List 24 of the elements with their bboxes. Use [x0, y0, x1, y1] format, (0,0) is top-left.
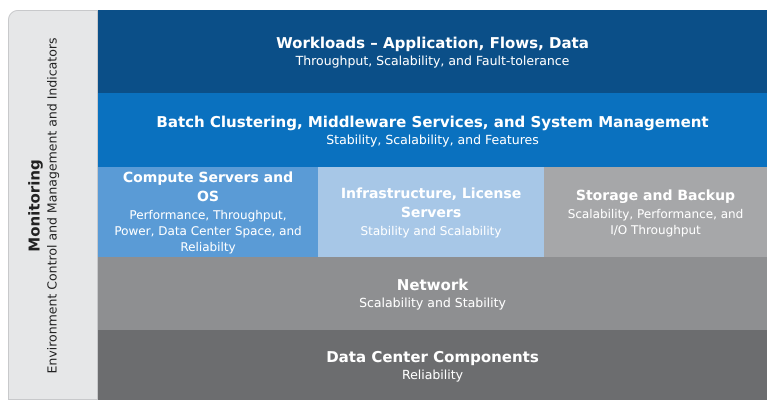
layer-subtitle: Scalability, Performance, and I/O Throughput — [566, 206, 744, 238]
storage-block — [544, 167, 767, 257]
layer-title: Infrastructure, License Servers — [340, 185, 522, 223]
network-layer — [98, 257, 767, 330]
layer-subtitle: Reliability — [402, 366, 464, 382]
layer-subtitle: Performance, Throughput, Power, Data Center Space, and Reliabilty — [113, 207, 303, 255]
middleware-layer — [98, 93, 767, 167]
infrastructure-block — [318, 167, 544, 257]
layer-subtitle: Scalability and Stability — [359, 295, 506, 311]
compute-block — [98, 167, 318, 257]
data-center-layer — [98, 330, 767, 400]
layer-subtitle: Throughput, Scalability, and Fault-tolerance — [296, 53, 570, 69]
layer-title: Monitoring — [26, 158, 44, 252]
layer-title: Network — [396, 276, 468, 295]
layer-title: Data Center Components — [326, 348, 539, 366]
layer-subtitle: Environment Control and Management and Indicators — [44, 37, 60, 373]
layer-title: Storage and Backup — [576, 186, 736, 206]
monitoring-panel — [8, 10, 98, 400]
workloads-layer — [98, 10, 767, 93]
layer-subtitle: Stability, Scalability, and Features — [326, 132, 539, 148]
layer-subtitle: Stability and Scalability — [360, 223, 502, 239]
layer-title: Workloads – Application, Flows, Data — [276, 34, 589, 53]
layer-title: Batch Clustering, Middleware Services, and System Management — [156, 112, 709, 132]
layer-title: Compute Servers and OS — [122, 169, 294, 207]
